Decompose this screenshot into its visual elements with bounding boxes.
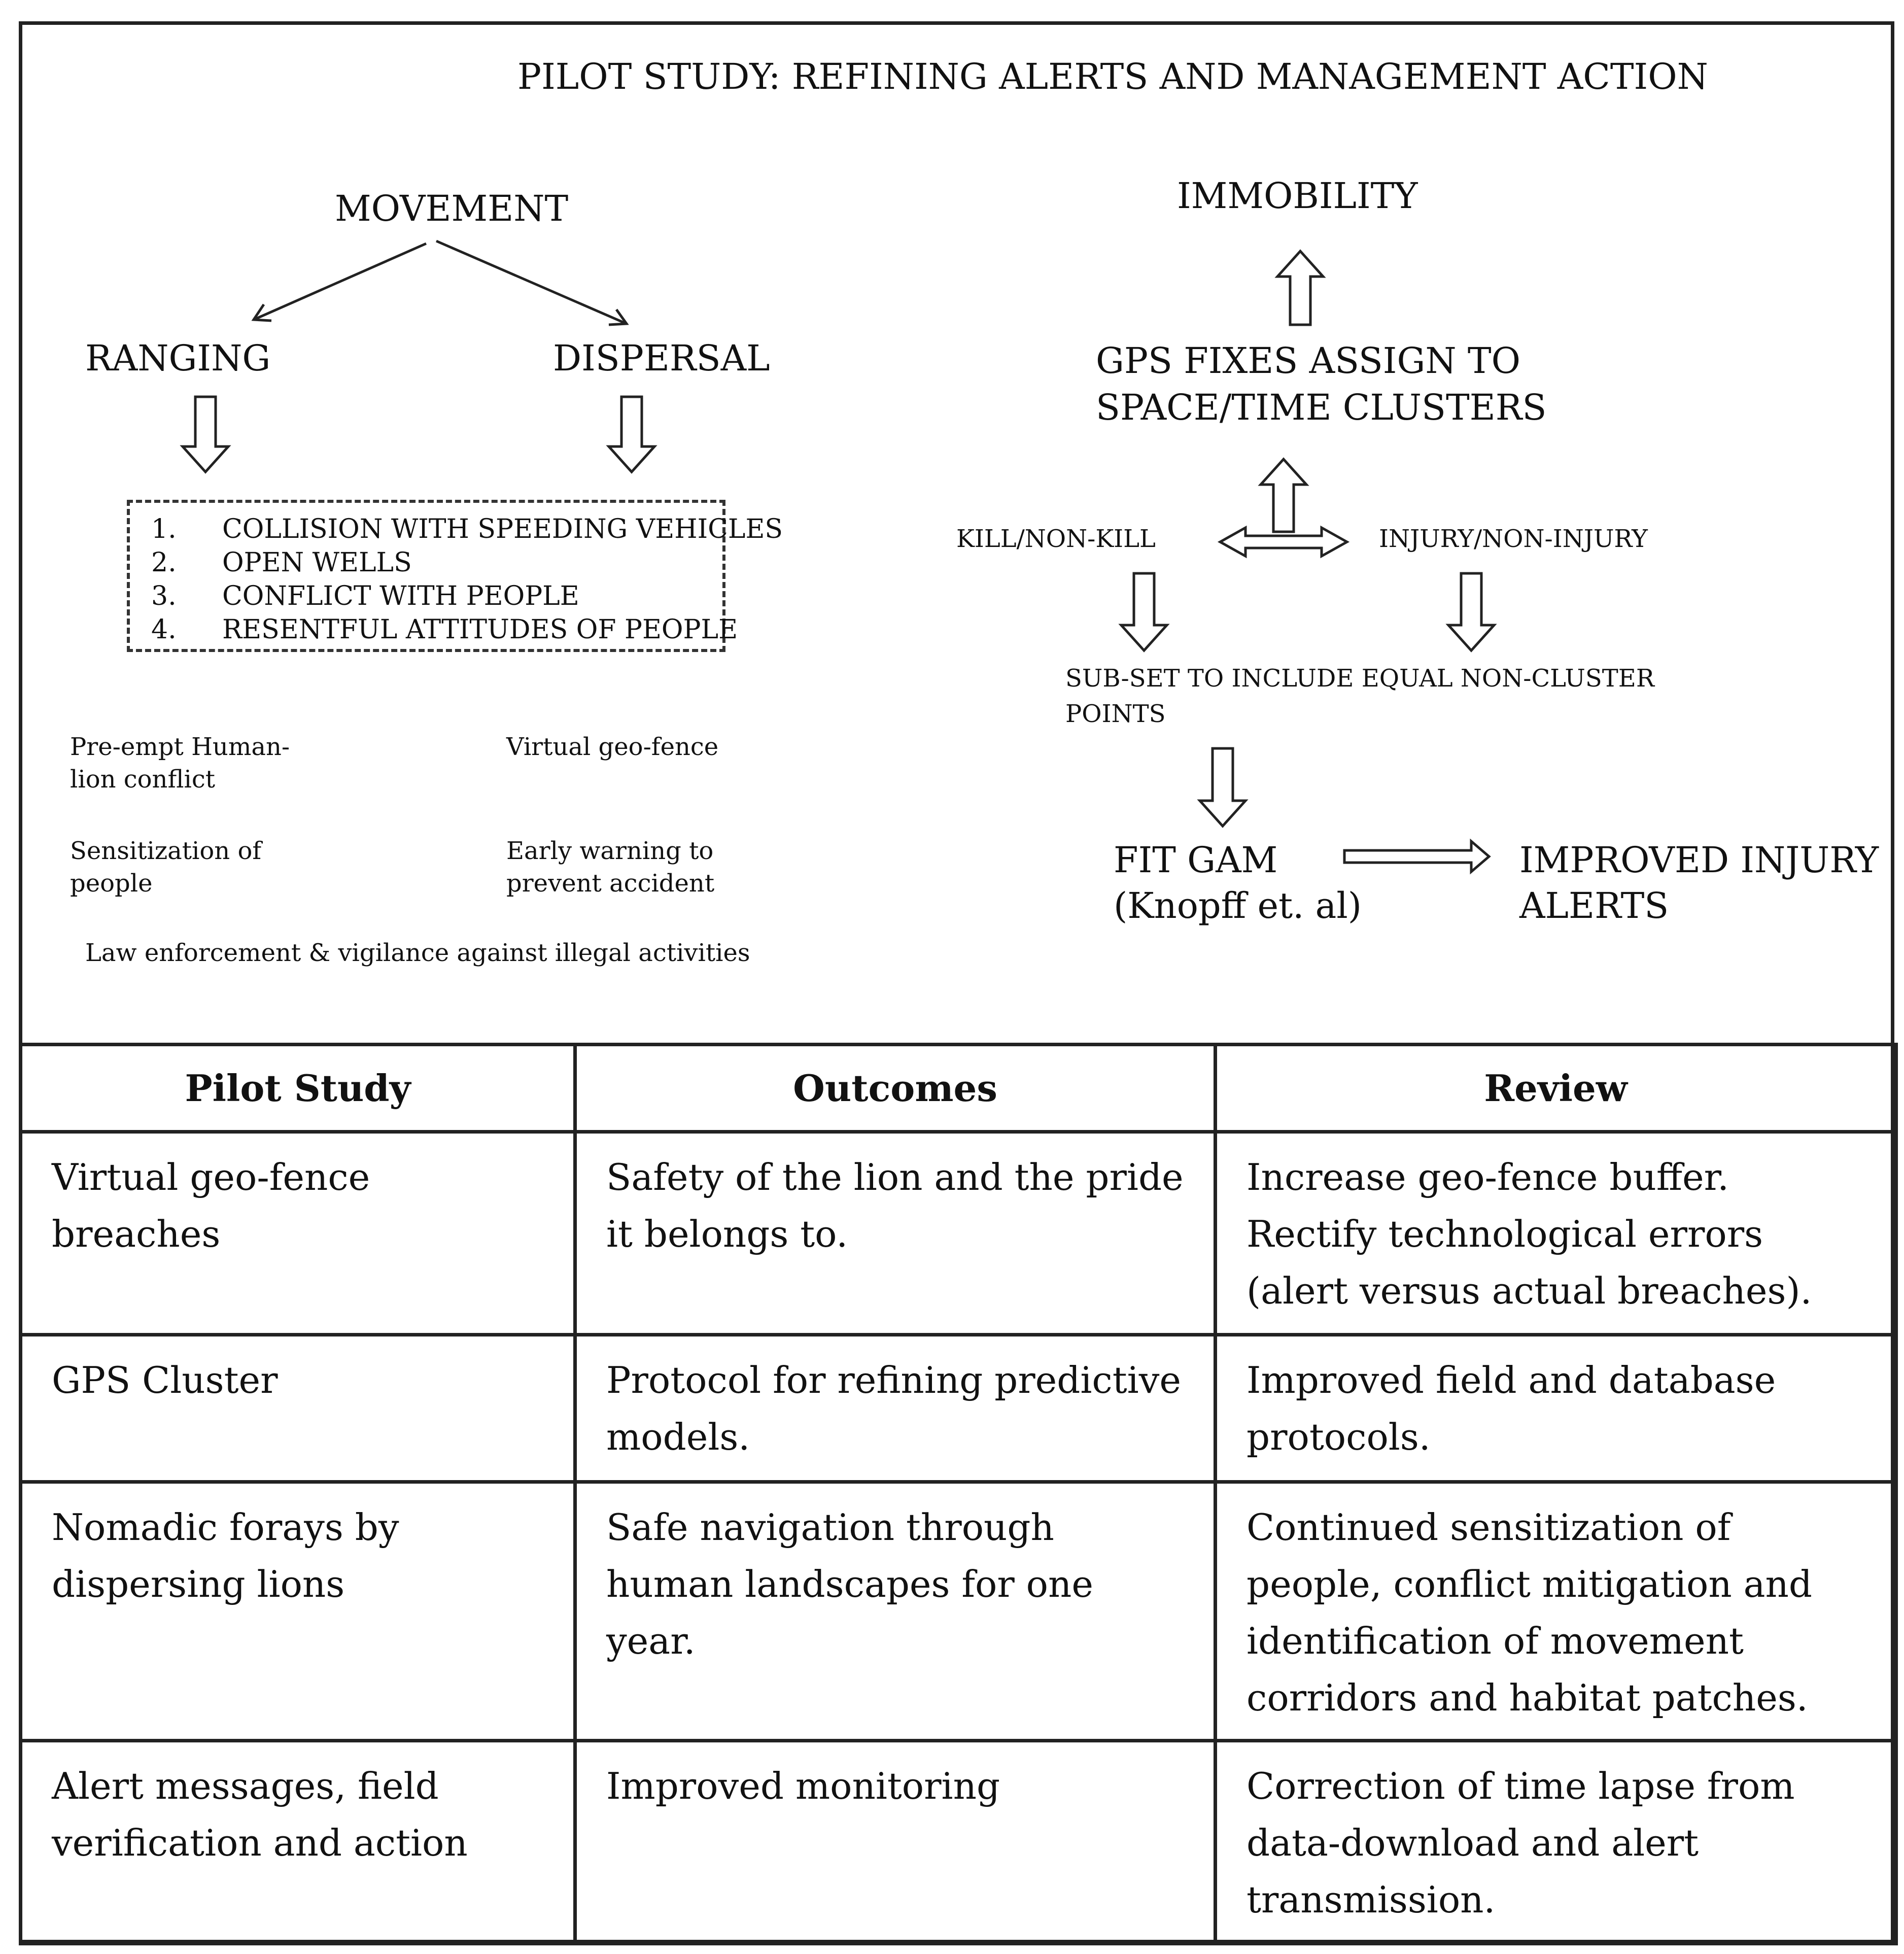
- node-fit-line2: (Knopff et. al): [1114, 885, 1362, 927]
- node-improved-alerts: IMPROVED INJURY ALERTS: [1519, 837, 1879, 929]
- action-geofence: Virtual geo-fence: [506, 733, 719, 761]
- cell-outcomes: Improved monitoring: [573, 1739, 1217, 1945]
- cell-pilot-study: GPS Cluster: [19, 1333, 577, 1484]
- node-gps-line2: SPACE/TIME CLUSTERS: [1096, 387, 1547, 428]
- action-early-warning: Early warning to prevent accident: [506, 837, 715, 898]
- node-subset-line1: SUB-SET TO INCLUDE EQUAL NON-CLUSTER: [1065, 664, 1654, 693]
- header-review: Review: [1214, 1043, 1898, 1134]
- header-pilot-study: Pilot Study: [19, 1043, 577, 1134]
- pilot-study-table: Pilot Study Outcomes Review Virtual geo-…: [19, 1043, 1898, 1945]
- node-gps-line1: GPS FIXES ASSIGN TO: [1096, 340, 1520, 382]
- block-arrow-double-horizontal: [1217, 525, 1350, 559]
- arrow-to-dispersal: [436, 239, 627, 325]
- arrowhead-dispersal: [608, 308, 629, 326]
- table-row: Alert messages, field verification and a…: [19, 1739, 1898, 1945]
- diagram-arrows: [180, 239, 1497, 875]
- node-ranging: RANGING: [85, 337, 271, 379]
- table-row: GPS Cluster Protocol for refining predic…: [19, 1333, 1898, 1484]
- risk-item: 4.RESENTFUL ATTITUDES OF PEOPLE: [151, 614, 738, 645]
- risk-item: 3.CONFLICT WITH PEOPLE: [151, 581, 579, 611]
- node-dispersal: DISPERSAL: [553, 337, 770, 379]
- block-arrow-up-gps: [1258, 457, 1309, 533]
- cell-outcomes: Safe navigation through human landscapes…: [573, 1480, 1217, 1742]
- cell-review: Improved field and database protocols.: [1214, 1333, 1898, 1484]
- cell-review: Increase geo-fence buffer. Rectify techn…: [1214, 1130, 1898, 1336]
- diagram-title: PILOT STUDY: REFINING ALERTS AND MANAGEM…: [517, 56, 1708, 97]
- block-arrow-up-immobility: [1274, 249, 1326, 326]
- cell-pilot-study: Alert messages, field verification and a…: [19, 1739, 577, 1945]
- block-arrow-down-dispersal: [606, 395, 657, 474]
- cell-outcomes: Safety of the lion and the pride it belo…: [573, 1130, 1217, 1336]
- risk-item: 1.COLLISION WITH SPEEDING VEHICLES: [151, 514, 783, 544]
- table-row: Virtual geo-fence breaches Safety of the…: [19, 1130, 1898, 1336]
- action-preempt: Pre-empt Human-lion conflict: [70, 733, 290, 794]
- action-law-enforcement: Law enforcement & vigilance against ille…: [85, 939, 750, 967]
- table-row: Nomadic forays by dispersing lions Safe …: [19, 1480, 1898, 1742]
- node-fit-line1: FIT GAM: [1114, 839, 1278, 881]
- cell-pilot-study: Virtual geo-fence breaches: [19, 1130, 577, 1336]
- node-improved-line1: IMPROVED INJURY: [1519, 839, 1879, 881]
- risk-list-box: 1.COLLISION WITH SPEEDING VEHICLES 2.OPE…: [127, 500, 783, 652]
- table-header-row: Pilot Study Outcomes Review: [19, 1043, 1898, 1134]
- node-subset: SUB-SET TO INCLUDE EQUAL NON-CLUSTER POI…: [1065, 661, 1654, 732]
- block-arrow-down-kill: [1118, 572, 1170, 653]
- node-kill: KILL/NON-KILL: [956, 525, 1156, 553]
- node-subset-line2: POINTS: [1065, 700, 1166, 728]
- risk-item: 2.OPEN WELLS: [151, 547, 412, 578]
- header-outcomes: Outcomes: [573, 1043, 1217, 1134]
- cell-outcomes: Protocol for refining predictive models.: [573, 1333, 1217, 1484]
- node-movement: MOVEMENT: [335, 188, 569, 229]
- cell-review: Correction of time lapse from data-downl…: [1214, 1739, 1898, 1945]
- block-arrow-down-injury: [1445, 572, 1497, 653]
- node-injury: INJURY/NON-INJURY: [1379, 525, 1648, 553]
- action-sensitization: Sensitization of people: [70, 837, 262, 898]
- arrowhead-ranging: [251, 303, 272, 322]
- node-improved-line2: ALERTS: [1519, 885, 1669, 927]
- block-arrow-right-improved: [1343, 838, 1491, 875]
- node-gps-clusters: GPS FIXES ASSIGN TO SPACE/TIME CLUSTERS: [1096, 337, 1546, 431]
- cell-pilot-study: Nomadic forays by dispersing lions: [19, 1480, 577, 1742]
- cell-review: Continued sensitization of people, confl…: [1214, 1480, 1898, 1742]
- block-arrow-down-ranging: [180, 395, 231, 474]
- arrow-to-ranging: [253, 242, 427, 321]
- node-immobility: IMMOBILITY: [1177, 175, 1418, 217]
- node-fit-gam: FIT GAM (Knopff et. al): [1114, 837, 1362, 929]
- block-arrow-down-fit: [1197, 747, 1249, 828]
